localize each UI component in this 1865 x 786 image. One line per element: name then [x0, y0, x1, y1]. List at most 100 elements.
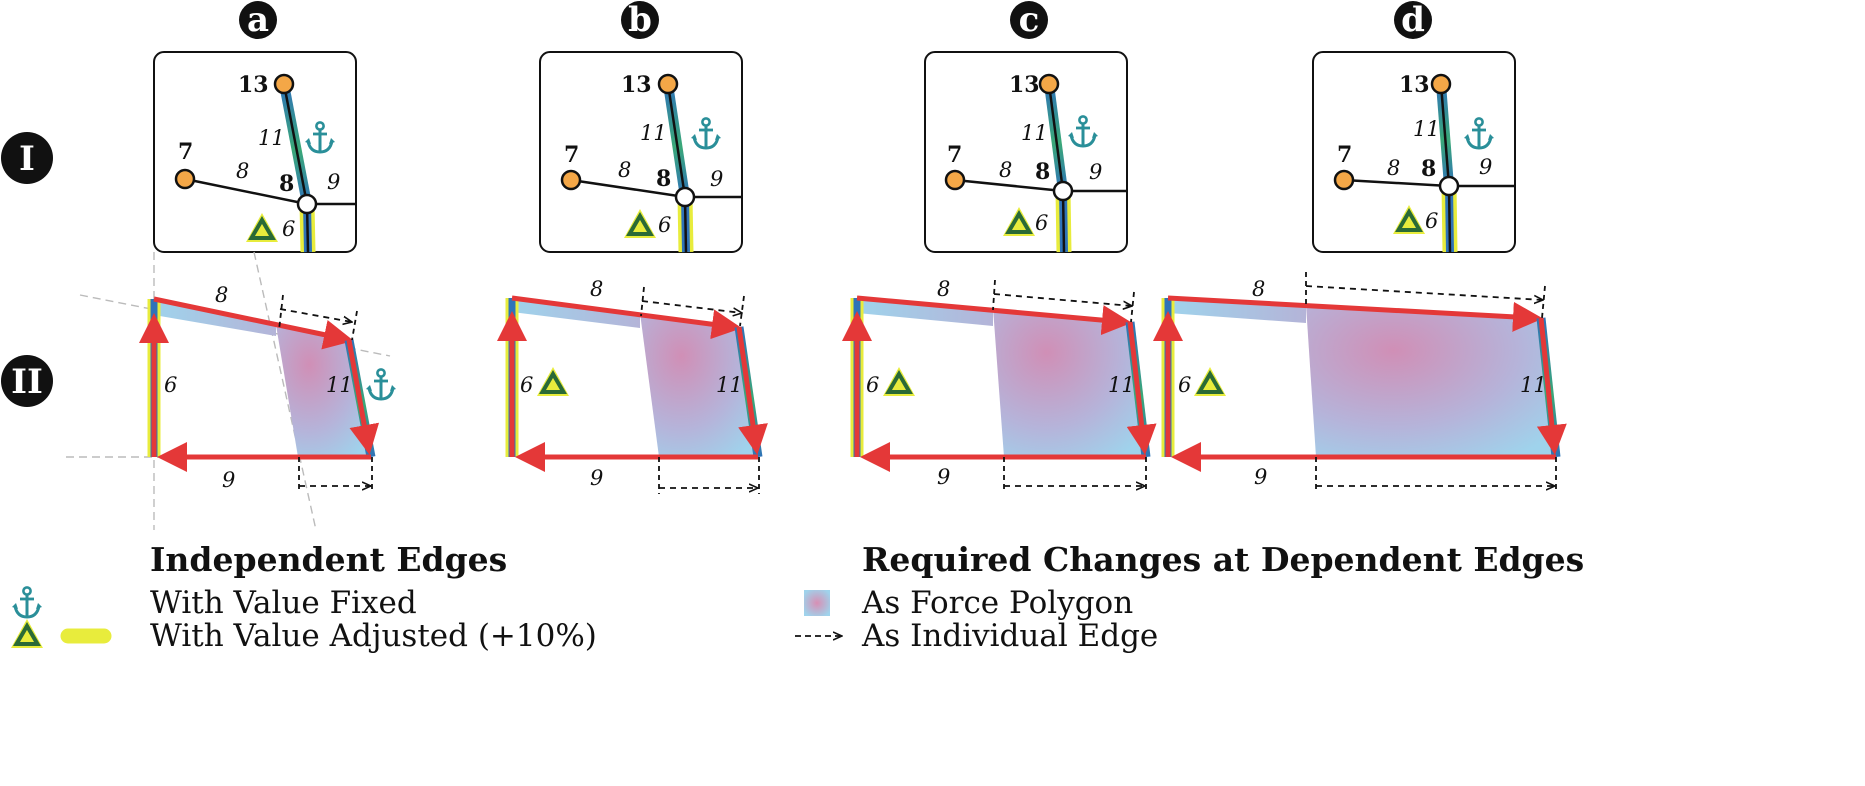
node-13	[273, 73, 295, 95]
polygon-strip	[154, 299, 276, 336]
force-polygon-a: 8 11 9 6	[66, 251, 398, 531]
edge-11-label: 11	[1021, 121, 1048, 145]
polygon-edge-6-label: 6	[520, 373, 533, 397]
legend-force-polygon-label: As Force Polygon	[861, 585, 1133, 621]
polygon-fill	[640, 313, 758, 457]
column-badge-b: b	[621, 0, 659, 40]
legend-triangle-icon	[9, 617, 45, 650]
column-badges: a b c d	[239, 0, 1432, 40]
edge-6-label: 6	[658, 213, 671, 237]
legend-fixed-label: With Value Fixed	[150, 585, 417, 621]
polygon-edge-11-label: 11	[1108, 373, 1135, 397]
edge-6-label: 6	[282, 217, 295, 241]
row-badge-i: I	[1, 132, 53, 184]
individual-edge-changes	[992, 279, 1147, 492]
row-badge-ii-label: II	[11, 362, 43, 402]
polygon-edge-9-label: 9	[590, 466, 603, 490]
edge-9-label: 9	[327, 170, 340, 194]
edge-8	[954, 178, 1064, 193]
polygon-edge-8	[1167, 295, 1543, 332]
column-badge-c: c	[1010, 0, 1048, 40]
polygon-strip	[512, 298, 640, 328]
triangle-icon	[881, 365, 917, 398]
column-badge-d: d	[1394, 0, 1432, 40]
edge-11-label: 11	[640, 121, 667, 145]
node-7	[560, 169, 582, 191]
node-8	[1052, 180, 1074, 202]
node-13	[657, 73, 679, 95]
column-badge-a-label: a	[247, 0, 269, 40]
row-badge-ii: II	[1, 355, 53, 407]
node-8	[674, 186, 696, 208]
force-polygon-b: 8 11 9 6	[497, 277, 768, 494]
edge-9-label: 9	[710, 167, 723, 191]
polygon-edge-8-label: 8	[590, 277, 603, 301]
node-8	[1438, 175, 1460, 197]
polygon-edge-8	[856, 295, 1132, 336]
row-badges: I II	[1, 132, 53, 407]
node-7	[1333, 169, 1355, 191]
individual-edge-changes	[278, 294, 373, 492]
edge-9-label: 9	[1479, 155, 1492, 179]
edge-9-label: 9	[1089, 160, 1102, 184]
polygon-edge-8-label: 8	[1252, 277, 1265, 301]
force-polygon-c: 8 11 9 6	[842, 277, 1157, 492]
polygon-edge-8	[153, 296, 354, 350]
legend-adjusted-label: With Value Adjusted (+10%)	[150, 618, 597, 654]
legend-anchor-icon	[10, 585, 44, 619]
node-8-label: 8	[279, 171, 294, 197]
legend-individual-edge-label: As Individual Edge	[861, 618, 1158, 654]
edge-8-label: 8	[999, 158, 1012, 182]
polygon-edge-9-label: 9	[937, 465, 950, 489]
polygon-fill	[1306, 305, 1556, 457]
polygon-edge-9-label: 9	[1254, 465, 1267, 489]
network-panel-a: 13 7 8 11 8 9 6	[153, 51, 357, 253]
node-7-label: 7	[564, 142, 579, 168]
polygon-fill	[276, 325, 371, 457]
edge-8	[184, 177, 308, 206]
node-8-label: 8	[656, 166, 671, 192]
column-badge-c-label: c	[1019, 0, 1040, 40]
node-13-label: 13	[1009, 72, 1040, 98]
individual-edge-changes	[1305, 272, 1557, 492]
node-7-label: 7	[947, 142, 962, 168]
force-polygon-d: 8 11 9 6	[1153, 272, 1567, 492]
legend: Independent Edges With Value Fixed With …	[9, 540, 1584, 654]
edge-8-label: 8	[1387, 156, 1400, 180]
column-badge-a: a	[239, 0, 277, 40]
node-7	[944, 169, 966, 191]
edge-11-label: 11	[1413, 117, 1440, 141]
node-7	[174, 168, 196, 190]
legend-dependent-heading: Required Changes at Dependent Edges	[862, 540, 1584, 579]
polygon-edge-11-label: 11	[1520, 373, 1547, 397]
edge-6-label: 6	[1425, 209, 1438, 233]
node-8-label: 8	[1421, 156, 1436, 182]
individual-edge-changes	[640, 286, 760, 494]
triangle-icon	[535, 365, 571, 398]
polygon-strip	[857, 298, 993, 326]
row-badge-i-label: I	[19, 139, 35, 179]
network-panel-b: 13 7 8 11 8 9 6	[539, 51, 743, 253]
node-13	[1430, 73, 1452, 95]
polygon-edge-6-label: 6	[866, 373, 879, 397]
polygon-edge-11-label: 11	[326, 373, 353, 397]
network-panel-d: 13 7 8 11 8 9 6	[1312, 51, 1516, 253]
polygon-edge-8-label: 8	[937, 277, 950, 301]
polygon-edge-6-label: 6	[1178, 373, 1191, 397]
node-8	[296, 193, 318, 215]
network-panel-c: 13 7 8 11 8 9 6	[924, 51, 1128, 253]
edge-6-label: 6	[1035, 211, 1048, 235]
polygon-edge-11-label: 11	[716, 373, 743, 397]
anchor-icon	[364, 367, 398, 401]
polygon-edge-8-label: 8	[215, 283, 228, 307]
node-13-label: 13	[621, 72, 652, 98]
node-13	[1038, 73, 1060, 95]
legend-force-polygon-swatch	[804, 590, 830, 616]
polygon-fill	[993, 308, 1146, 457]
node-13-label: 13	[238, 72, 269, 98]
polygon-edge-9-label: 9	[222, 468, 235, 492]
edge-8-label: 8	[618, 158, 631, 182]
panel-frame	[924, 51, 1128, 253]
polygon-edge-8	[511, 295, 742, 340]
